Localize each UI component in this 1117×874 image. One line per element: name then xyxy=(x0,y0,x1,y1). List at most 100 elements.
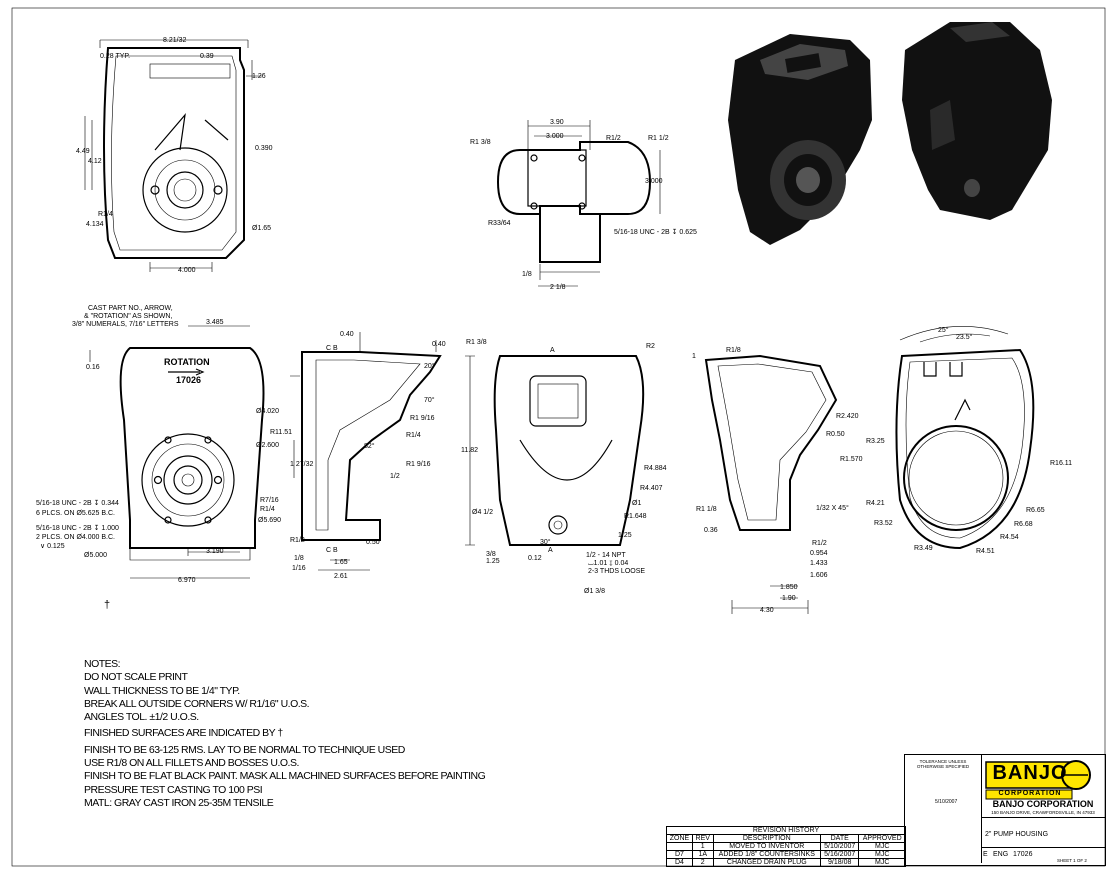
section-a-bottom: A xyxy=(548,547,553,554)
dim-3000b: 3.000 xyxy=(645,178,663,185)
dim-4000: 4.000 xyxy=(178,267,196,274)
dwg-no-value: 17026 xyxy=(1013,851,1033,858)
dim-r668: R6.68 xyxy=(1014,521,1033,528)
dim-flat: ⌴1.01 ↧ 0.04 xyxy=(588,560,628,567)
dim-npt: 1/2 - 14 NPT xyxy=(586,552,626,559)
dim-235deg: 23.5° xyxy=(956,333,973,341)
cell: MJC xyxy=(858,858,906,867)
dim-r349: R3.49 xyxy=(914,545,933,552)
col-header: DATE xyxy=(819,834,860,843)
view-volute xyxy=(895,326,1035,550)
dim-125b: 1.25 xyxy=(618,532,632,539)
cell: MJC xyxy=(858,842,906,851)
company-address: 150 BANJO DRIVE, CRAWFORDSVILLE, IN 4793… xyxy=(991,810,1095,815)
dim-r138b: R1 3/8 xyxy=(466,339,487,346)
dim-r1151: R11.51 xyxy=(270,429,292,436)
dim-r3364: R33/64 xyxy=(488,220,511,227)
dim-r12d: R1/2 xyxy=(812,540,827,547)
banjo-logo xyxy=(985,760,1091,800)
sheet-border xyxy=(11,7,1106,867)
company-name: BANJO CORPORATION xyxy=(992,799,1094,809)
dim-r12: R1/2 xyxy=(606,135,621,142)
finish-symbol: † xyxy=(104,599,110,611)
dim-plcs2: 2 PLCS. ON Ø4.000 B.C. xyxy=(36,534,115,541)
rotation-label: ROTATION xyxy=(164,357,210,367)
logo-text: BANJO xyxy=(992,762,1068,784)
dim-phi4020: Ø4.020 xyxy=(256,408,279,415)
section-a-top: A xyxy=(550,347,555,354)
view-center-front xyxy=(465,355,645,546)
dim-3485: 3.485 xyxy=(206,319,224,326)
dim-050: 0.50 xyxy=(366,539,380,546)
logo-subtext: CORPORATION xyxy=(998,790,1062,797)
note-line: BREAK ALL OUTSIDE CORNERS W/ R1/16" U.O.… xyxy=(84,697,310,710)
dim-r4407: R4.407 xyxy=(640,485,663,492)
revision-title: REVISION HISTORY xyxy=(666,826,906,835)
dim-126: 1.26 xyxy=(252,73,266,80)
cast-note-2: & "ROTATION" AS SHOWN, xyxy=(84,313,172,320)
dim-r665: R6.65 xyxy=(1026,507,1045,514)
dim-70deg: 70° xyxy=(424,396,435,404)
note-line: FINISH TO BE 63-125 RMS. LAY TO BE NORMA… xyxy=(84,743,405,756)
dim-top-width: 8.21/32 xyxy=(163,37,186,44)
col-header: DESCRIPTION xyxy=(712,834,822,843)
view-top-middle xyxy=(496,120,661,287)
dim-r14b: R1/4 xyxy=(260,506,275,513)
dim-218: 2 1/8 xyxy=(550,284,566,291)
cast-note-1: CAST PART NO., ARROW, xyxy=(88,305,173,312)
dim-1850: 1.850 xyxy=(780,584,798,591)
dim-3190: 3.190 xyxy=(206,548,224,555)
sheet-number: SHEET 1 OF 2 xyxy=(1057,858,1087,863)
dim-r454: R4.54 xyxy=(1000,534,1019,541)
dim-1606: 1.606 xyxy=(810,572,828,579)
note-line: FINISH TO BE FLAT BLACK PAINT. MASK ALL … xyxy=(84,770,486,783)
cell: 1 xyxy=(691,842,714,851)
cell: MJC xyxy=(858,850,906,859)
dim-449: 4.49 xyxy=(76,148,90,155)
iso-render-front xyxy=(728,34,872,245)
cell: 5/16/2007 xyxy=(819,850,860,859)
dim-plcs6: 6 PLCS. ON Ø5.625 B.C. xyxy=(36,510,115,517)
dim-6970: 6.970 xyxy=(178,577,196,584)
dim-typ: 0.28 TYP. xyxy=(100,53,130,60)
dim-0390: 0.390 xyxy=(255,145,273,152)
dim-1: 1 xyxy=(692,353,696,360)
dim-039: 0.39 xyxy=(200,53,214,60)
dim-r451: R4.51 xyxy=(976,548,995,555)
dim-040a: 0.40 xyxy=(340,331,354,338)
table-row: D7 1A ADDED 1/8" COUNTERSINKS 5/16/2007 … xyxy=(666,850,906,859)
dim-012: 0.12 xyxy=(528,555,542,562)
col-header: APPROVED xyxy=(858,834,906,843)
dim-82deg: 82° xyxy=(364,442,375,450)
col-header: REV xyxy=(691,834,714,843)
dim-phi138: Ø1 3/8 xyxy=(584,588,605,595)
cell: 2 xyxy=(691,858,714,867)
cell xyxy=(666,842,693,851)
dim-4134: 4.134 xyxy=(86,221,104,228)
dim-18: 1/8 xyxy=(522,271,532,278)
dim-r325: R3.25 xyxy=(866,438,885,445)
dim-phi5690: Ø5.690 xyxy=(258,517,281,524)
dim-r352: R3.52 xyxy=(874,520,893,527)
note-line: PRESSURE TEST CASTING TO 100 PSI xyxy=(84,783,263,796)
dim-phi5000: Ø5.000 xyxy=(84,552,107,559)
dim-r1916: R1 9/16 xyxy=(410,415,435,422)
dim-040b: 0.40 xyxy=(432,341,446,348)
cell: 5/10/2007 xyxy=(819,842,860,851)
dim-0954: 0.954 xyxy=(810,550,828,557)
dim-016: 0.16 xyxy=(86,364,100,371)
view-side-section xyxy=(290,332,442,571)
section-cb-top: C B xyxy=(326,345,338,352)
note-line: DO NOT SCALE PRINT xyxy=(84,671,188,684)
cast-note-3: 3/8" NUMERALS, 7/16" LETTERS xyxy=(72,321,179,328)
size-value: E xyxy=(983,851,988,858)
dim-25deg: 25° xyxy=(938,326,949,334)
dim-phi412: Ø4 1/2 xyxy=(472,509,493,516)
dim-12732: 1 27/32 xyxy=(290,461,313,468)
note-line: MATL: GRAY CAST IRON 25-35M TENSILE xyxy=(84,796,274,809)
cell: ADDED 1/8" COUNTERSINKS xyxy=(712,850,822,859)
dim-r18: R1/8 xyxy=(726,347,741,354)
dim-thds: 2-3 THDS LOOSE xyxy=(588,568,645,575)
col-header: ZONE xyxy=(666,834,693,843)
